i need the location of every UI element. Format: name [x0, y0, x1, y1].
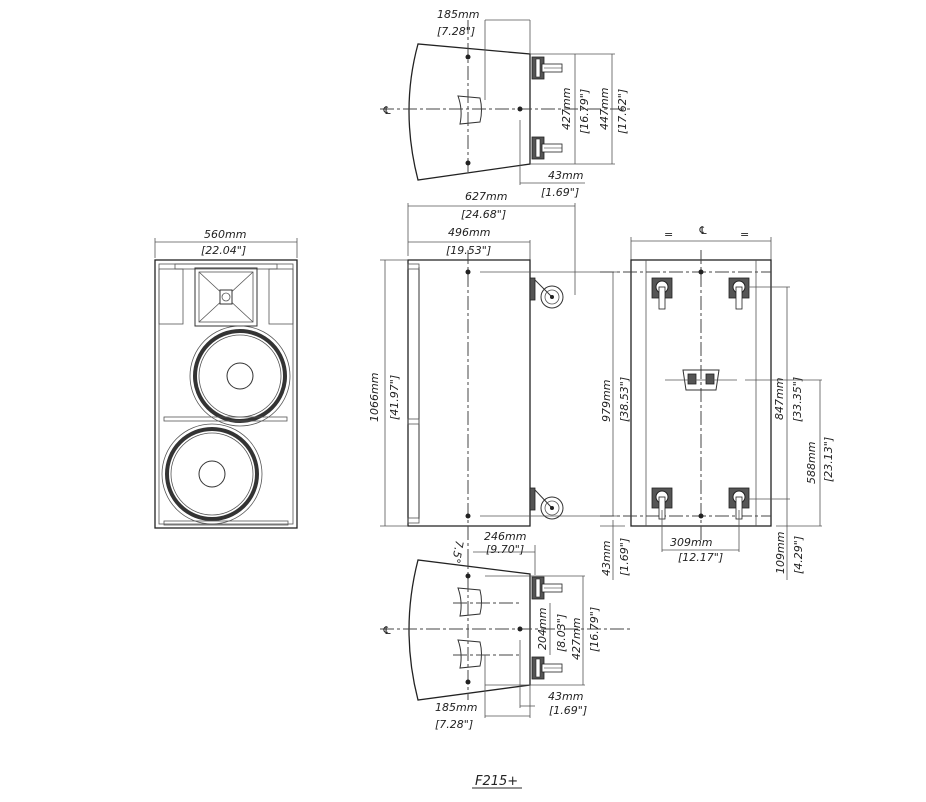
side-view: 627mm [24.68"] 496mm [19.53"] [368, 190, 631, 580]
top-inner-width-mm: 427mm [560, 88, 573, 130]
rear-bottom-mm: 109mm [774, 532, 787, 574]
top-depth-offset-mm: 185mm [437, 8, 479, 21]
side-height-mm: 1066mm [368, 373, 381, 422]
rear-caster-spacing-mm: 309mm [670, 536, 712, 549]
rear-caster-span-in: [33.35"] [791, 377, 804, 422]
woofer-upper-icon [189, 325, 291, 427]
top-depth-offset-in: [7.28"] [437, 25, 475, 38]
bottom-horn-upper-icon [457, 587, 482, 617]
side-rigging-depth-in: [9.70"] [486, 543, 524, 556]
side-cabinet-depth-mm: 496mm [448, 226, 490, 239]
top-outer-width-mm: 447mm [598, 88, 611, 130]
rear-connector-height-in: [23.13"] [822, 437, 835, 482]
side-bottom-offset-in: [1.69"] [618, 538, 631, 576]
rear-equal-mark-left: = [664, 228, 673, 241]
rear-equal-mark-right: = [740, 228, 749, 241]
bottom-horn-lower-icon [457, 639, 482, 669]
bottom-caster-icon [531, 656, 563, 680]
top-caster-offset-mm: 43mm [548, 169, 583, 182]
model-title: F215+ [475, 774, 518, 789]
side-rigging-span-mm: 979mm [600, 380, 613, 422]
top-cabinet-outline [408, 43, 531, 181]
bottom-view: ℄ 204mm [8.03"] 427mm [16.79"] 43mm [1.6… [380, 555, 630, 731]
top-caster-icon [531, 56, 563, 80]
bottom-caster-offset-in: [1.69"] [549, 704, 587, 717]
bottom-centerline-symbol: ℄ [382, 624, 392, 637]
front-width-mm: 560mm [204, 228, 246, 241]
top-caster-icon [531, 136, 563, 160]
side-caster-top-icon [529, 277, 564, 309]
bottom-horn-spacing-in: [8.03"] [555, 614, 568, 652]
top-horn-icon [457, 95, 482, 125]
side-total-depth-in: [24.68"] [461, 208, 506, 221]
horn-driver-icon [194, 267, 258, 327]
bottom-caster-offset-mm: 43mm [548, 690, 583, 703]
side-cabinet-outline [407, 259, 531, 527]
top-caster-offset-in: [1.69"] [541, 186, 579, 199]
rear-centerline-symbol: ℄ [698, 224, 708, 237]
side-angle: 7.5° [449, 539, 466, 564]
side-height-in: [41.97"] [388, 375, 401, 420]
bottom-cabinet-outline [408, 559, 531, 701]
side-bottom-offset-mm: 43mm [600, 541, 613, 576]
top-inner-width-in: [16.79"] [578, 89, 591, 134]
rear-caster-spacing-in: [12.17"] [678, 551, 723, 564]
rear-caster-icon [651, 277, 673, 310]
top-centerline-symbol: ℄ [382, 104, 392, 117]
rear-caster-icon [728, 277, 750, 310]
front-cabinet-outline [154, 259, 298, 529]
side-caster-bottom-icon [529, 487, 564, 520]
bottom-inner-width-in: [16.79"] [588, 607, 601, 652]
front-width-in: [22.04"] [201, 244, 246, 257]
bottom-inner-width-mm: 427mm [570, 618, 583, 660]
side-total-depth-mm: 627mm [465, 190, 507, 203]
bottom-depth-offset-in: [7.28"] [435, 718, 473, 731]
rear-caster-span-mm: 847mm [773, 378, 786, 420]
bottom-caster-icon [531, 576, 563, 600]
bottom-depth-offset-mm: 185mm [435, 701, 477, 714]
top-outer-width-in: [17.62"] [616, 89, 629, 134]
front-view: 560mm [22.04"] [154, 228, 298, 529]
side-rigging-span-in: [38.53"] [618, 377, 631, 422]
woofer-lower-icon [161, 423, 263, 525]
connector-plate-icon [665, 369, 737, 391]
top-view: ℄ 185mm [7.28"] 427mm [16.79"] 447mm [17… [380, 8, 630, 199]
rear-connector-height-mm: 588mm [805, 442, 818, 484]
bottom-horn-spacing-mm: 204mm [536, 608, 549, 650]
side-rigging-depth-mm: 246mm [484, 530, 526, 543]
rear-bottom-in: [4.29"] [792, 536, 805, 574]
rear-view: ℄ = = 847mm [33.35"] 588mm [600, 224, 835, 580]
side-cabinet-depth-in: [19.53"] [446, 244, 491, 257]
